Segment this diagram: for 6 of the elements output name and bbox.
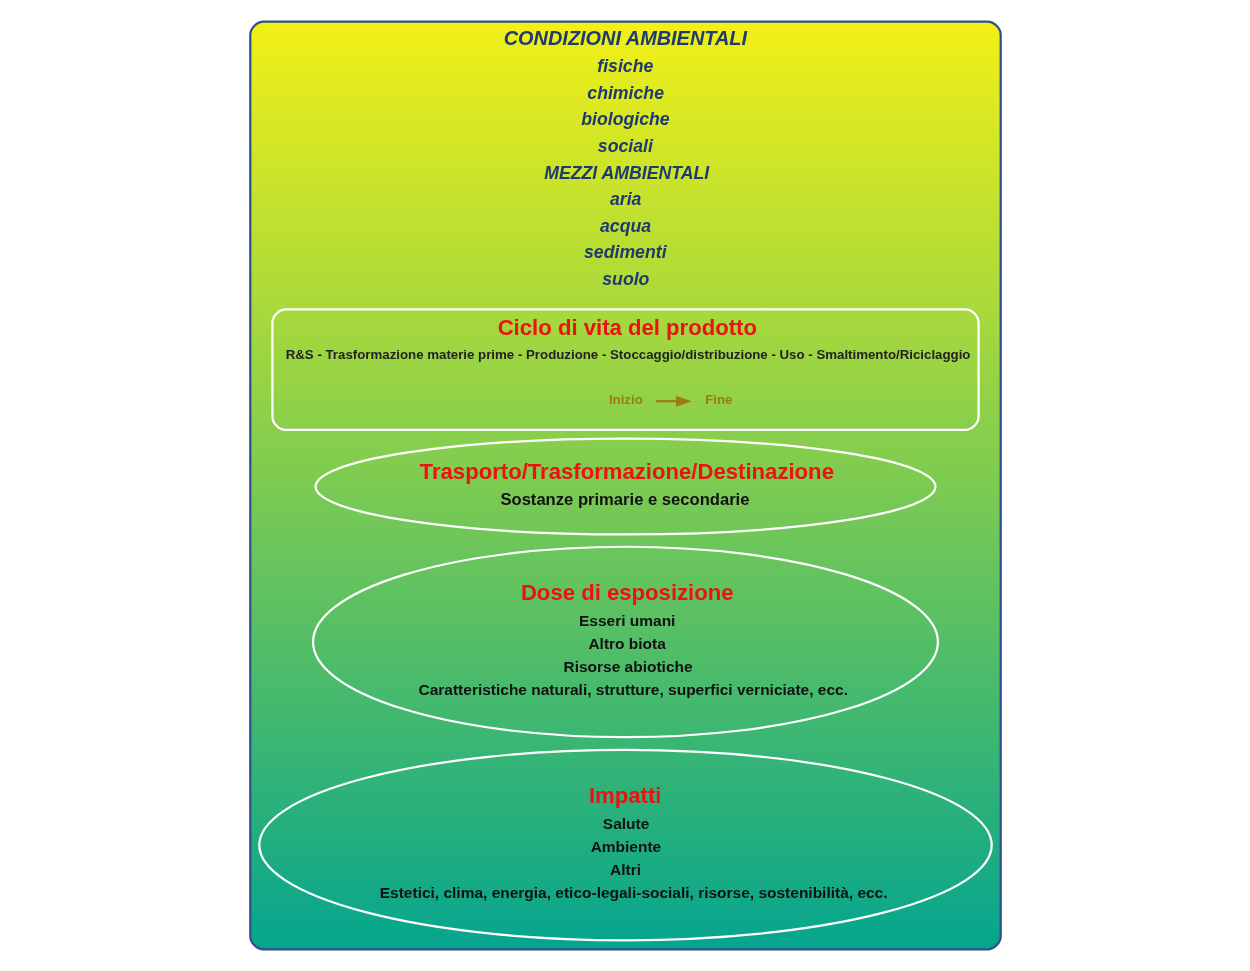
node-ellipse: Trasporto/Trasformazione/Destinazione Sostanze primarie e secondarie [313, 437, 937, 536]
node-ellipse: Impatti Salute Ambiente Altri Estetici, clima, energia, etico-legali-sociali, risorse, sostenibilità, ecc. [257, 748, 993, 942]
node-text: Fine [704, 392, 732, 408]
node-text: Inizio [608, 392, 643, 408]
arrow [655, 395, 692, 407]
node-ellipse: Dose di esposizione Esseri umani Altro biota Risorse abiotiche Caratteristiche naturali, strutture, superfici verniciate, ecc. [311, 545, 939, 739]
